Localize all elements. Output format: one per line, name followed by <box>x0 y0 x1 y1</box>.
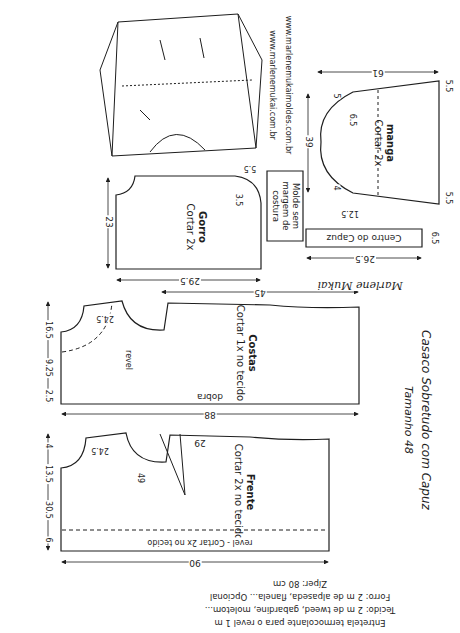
dimension-label: 45 <box>253 287 266 297</box>
material-note: Zíper: 80 cm <box>272 578 328 587</box>
dimension-label: 49 <box>136 472 145 484</box>
cut-instruction: Cortar 2x no tecido <box>232 436 244 548</box>
pattern-title: Casaco Sobretudo com Capuz <box>418 329 431 511</box>
pattern-piece: Molde sem margem de costura <box>266 170 304 242</box>
piece-text: FrenteCortar 2x no tecido <box>232 436 255 548</box>
dimension-lines <box>48 72 438 562</box>
dimension-label: revel - Cortar 2x no tecido <box>146 538 253 547</box>
dimension-label: 26.5 <box>354 253 376 263</box>
piece-text: mangaCortar 2x <box>372 84 395 201</box>
dimension-label: 23 <box>103 215 113 228</box>
pattern-piece: Centro do Capuz <box>305 228 423 248</box>
dimension-label: 30.5 <box>44 500 53 520</box>
material-note: Entretela termocolante para o revel 1 m <box>213 617 386 626</box>
piece-name: Costas <box>246 304 258 401</box>
piece-text: Molde sem margem de costura <box>270 174 299 238</box>
cut-instruction: Cortar 2x <box>372 84 384 201</box>
dimension-label: 2.5 <box>44 389 53 404</box>
dimension-label: 12.5 <box>340 209 360 218</box>
pattern-piece: GorroCortar 2x <box>115 175 262 270</box>
dimension-label: 6.5 <box>430 231 439 246</box>
dimension-label: 9.25 <box>44 358 53 378</box>
piece-details <box>62 90 378 530</box>
website-url: www.marlenemukaimoldes.com.br <box>284 15 293 156</box>
material-note: Forro: 2 m de alpaseda, flanela... Opcio… <box>209 591 391 600</box>
material-note: Tecido: 2 m de tweed, gabardine, moletom… <box>204 604 396 613</box>
dimension-label: 6 <box>44 536 53 543</box>
dimension-label: 3.5 <box>234 193 243 208</box>
dimension-label: 4 <box>44 442 53 449</box>
piece-text: GorroCortar 2x <box>184 184 207 271</box>
piece-name: manga <box>384 84 396 201</box>
dimension-label: 5.5 <box>243 164 258 173</box>
piece-name: Molde sem margem de costura <box>270 174 299 238</box>
dimension-label: 29 <box>193 437 206 447</box>
piece-name: Frente <box>244 436 256 548</box>
dimension-label: revel <box>124 349 133 371</box>
dimension-label: 39 <box>303 135 313 148</box>
dimension-label: 24.5 <box>95 314 115 323</box>
dimension-label: 61 <box>371 67 384 77</box>
size-label: Tamanho 48 <box>402 385 414 455</box>
dimension-label: 5.5 <box>444 191 453 206</box>
dimension-label: 13.5 <box>44 464 53 484</box>
dimension-label: 6.5 <box>348 113 357 128</box>
cut-instruction: Cortar 2x <box>184 184 196 271</box>
dimension-label: 90 <box>188 557 201 567</box>
piece-name: Centro do Capuz <box>309 233 419 243</box>
dimension-label: 29.5 <box>179 275 201 285</box>
piece-text: Centro do Capuz <box>309 233 419 243</box>
piece-text: CostasCortar 1x no tecido <box>235 304 258 401</box>
dimension-label: 24.5 <box>90 446 110 455</box>
dimension-label: 4 <box>332 184 341 191</box>
coat-sketch <box>100 14 262 156</box>
signature: Marlene Mukai <box>316 279 403 291</box>
dimension-label: 5.5 <box>444 79 453 94</box>
dimension-label: 16.5 <box>44 320 53 340</box>
dimension-label: 5 <box>332 92 341 99</box>
dimension-label: 88 <box>203 409 216 419</box>
website-url: www.marlenemukai.com.br <box>268 29 277 141</box>
cut-instruction: Cortar 1x no tecido <box>235 304 247 401</box>
piece-name: Gorro <box>196 184 208 271</box>
dimension-label: dobra <box>196 391 224 401</box>
